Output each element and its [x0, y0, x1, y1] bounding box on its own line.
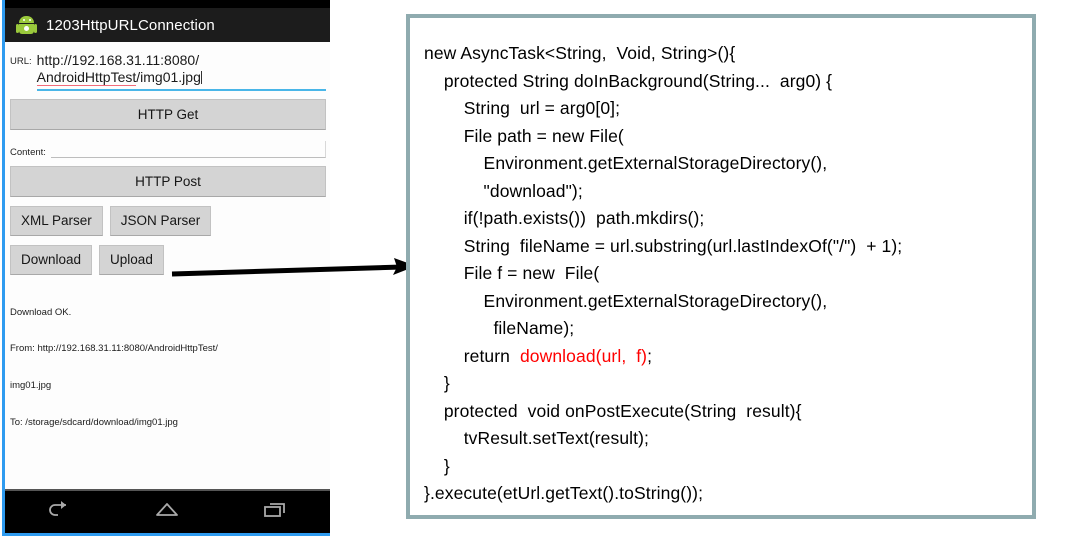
result-line: Download OK.: [10, 306, 72, 318]
upload-button[interactable]: Upload: [99, 245, 164, 275]
url-value-line-1: http://192.168.31.11:8080/: [36, 52, 200, 68]
url-value-line-2: AndroidHttpTest/img01.jpg: [36, 69, 326, 86]
download-button[interactable]: Download: [10, 245, 93, 275]
code-line: Environment.getExternalStorageDirectory(…: [424, 153, 828, 173]
transfer-button-row: Download Upload: [10, 245, 326, 275]
code-segment: return: [424, 345, 520, 366]
result-line: img01.jpg: [10, 380, 52, 392]
code-line: tvResult.setText(result);: [424, 428, 650, 448]
code-line: String url = arg0[0];: [424, 98, 621, 118]
result-line: To: /storage/sdcard/download/img01.jpg: [10, 417, 178, 429]
content-label: Content:: [10, 147, 46, 158]
code-line: File path = new File(: [424, 125, 624, 146]
app-title: 1203HttpURLConnection: [46, 16, 215, 34]
code-line: }: [424, 373, 450, 393]
back-icon[interactable]: [44, 499, 74, 526]
android-robot-icon: [16, 15, 37, 35]
json-parser-button[interactable]: JSON Parser: [109, 206, 212, 236]
url-input[interactable]: http://192.168.31.11:8080/ AndroidHttpTe…: [36, 52, 326, 91]
result-line: From: http://192.168.31.11:8080/AndroidH…: [10, 343, 218, 355]
code-segment: ;: [647, 345, 653, 366]
android-navigation-bar: [5, 489, 330, 533]
code-line: if(!path.exists()) path.mkdirs();: [424, 208, 705, 228]
code-line: }: [424, 455, 450, 476]
app-content-area: URL: http://192.168.31.11:8080/ AndroidH…: [5, 42, 330, 494]
status-bar: [5, 0, 330, 8]
code-line: protected String doInBackground(String..…: [424, 70, 833, 91]
pointer-arrow: [171, 258, 416, 277]
code-snippet-panel: new AsyncTask<String, Void, String>(){ p…: [406, 14, 1036, 519]
code-highlight-download-call: download(url, f): [519, 345, 648, 366]
code-line: "download");: [424, 180, 583, 201]
code-line: protected void onPostExecute(String resu…: [424, 400, 802, 421]
url-spellcheck-token: AndroidHttpTest: [36, 69, 137, 86]
url-label: URL:: [10, 56, 32, 67]
parser-button-row: XML Parser JSON Parser: [10, 206, 326, 236]
code-line: File f = new File(: [424, 263, 600, 283]
code-line: }.execute(etUrl.getText().toString());: [424, 483, 704, 503]
code-line-highlighted: return download(url, f);: [424, 343, 1032, 371]
xml-parser-button[interactable]: XML Parser: [10, 206, 103, 236]
url-row: URL: http://192.168.31.11:8080/ AndroidH…: [10, 42, 326, 91]
text-caret: [200, 71, 202, 84]
app-title-bar: 1203HttpURLConnection: [5, 8, 330, 42]
recent-apps-icon[interactable]: [261, 499, 291, 526]
result-textview: Download OK. From: http://192.168.31.11:…: [10, 282, 326, 454]
http-post-button[interactable]: HTTP Post: [10, 166, 326, 197]
content-row: Content:: [10, 140, 326, 158]
url-value-line-2-rest: /img01.jpg: [136, 69, 201, 85]
code-line: new AsyncTask<String, Void, String>(){: [424, 43, 736, 63]
code-line: fileName);: [424, 318, 575, 338]
android-phone-screenshot: 1203HttpURLConnection URL: http://192.16…: [2, 0, 330, 536]
http-get-button[interactable]: HTTP Get: [10, 99, 326, 130]
home-icon[interactable]: [152, 499, 182, 526]
content-input[interactable]: [50, 141, 326, 158]
code-line: String fileName = url.substring(url.last…: [424, 235, 903, 256]
code-line: Environment.getExternalStorageDirectory(…: [424, 290, 828, 311]
